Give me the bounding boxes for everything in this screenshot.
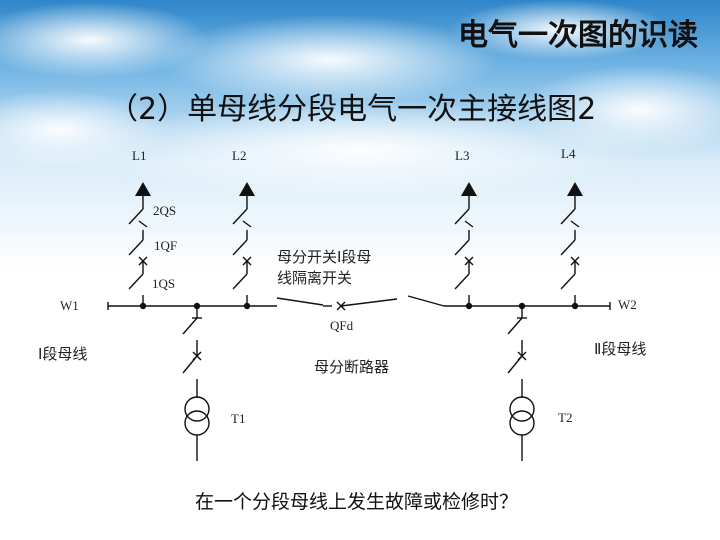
question-text: 在一个分段母线上发生故障或检修时？ — [195, 491, 519, 513]
label-2qs: 2QS — [153, 203, 176, 218]
coupler-switch-label-2: 线隔离开关 — [277, 269, 352, 287]
bus-name-section1: Ⅰ段母线 — [38, 345, 87, 363]
breaker-name: 母分断路器 — [314, 358, 389, 376]
bay-l4 — [560, 181, 584, 310]
bus-label-w2: W2 — [618, 297, 637, 312]
label-1qf: 1QF — [154, 238, 177, 253]
label-1qs: 1QS — [152, 276, 175, 291]
line-label-l1: L1 — [132, 148, 146, 163]
bus-coupler — [276, 295, 445, 311]
bay-l1 — [128, 181, 152, 310]
line-label-l4: L4 — [561, 146, 576, 161]
bay-t2 — [507, 302, 535, 462]
slide-subtitle: （2）单母线分段电气一次主接线图2 — [108, 92, 597, 127]
line-label-l2: L2 — [232, 148, 246, 163]
bus-name-section2: Ⅱ段母线 — [594, 340, 646, 358]
bay-t1 — [182, 302, 210, 462]
transformer-label-t2: T2 — [558, 410, 572, 425]
line-label-l3: L3 — [455, 148, 469, 163]
breaker-id-qfd: QFd — [330, 318, 354, 333]
transformer-label-t1: T1 — [231, 411, 245, 426]
slide-title: 电气一次图的识读 — [458, 18, 698, 53]
bus-label-w1: W1 — [60, 298, 79, 313]
coupler-switch-label-1: 母分开关Ⅰ段母 — [277, 248, 371, 266]
bay-l3 — [454, 181, 478, 310]
bay-l2 — [232, 181, 256, 310]
